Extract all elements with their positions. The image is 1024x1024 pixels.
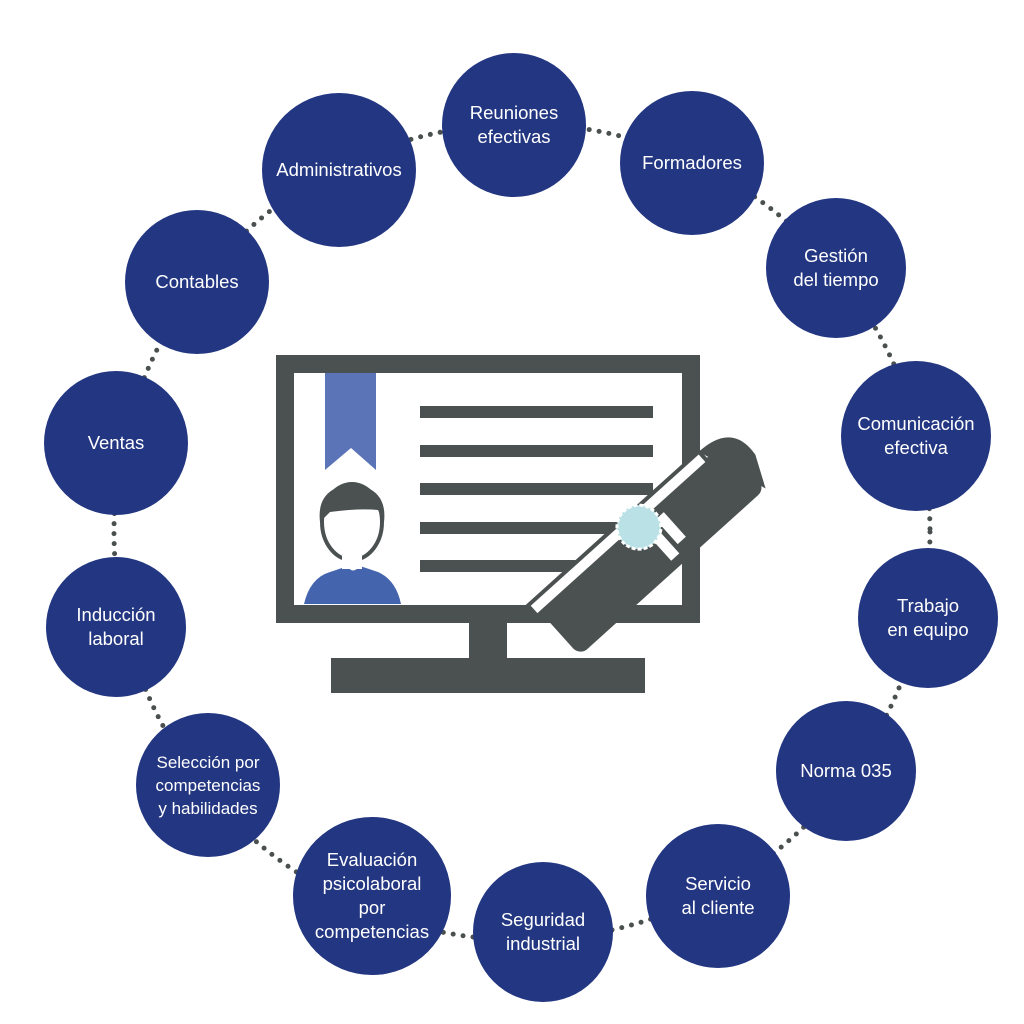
topic-label: Formadores [642,152,742,173]
topic-label: Reuniones efectivas [469,102,559,147]
topic-label: Inducción laboral [76,604,156,649]
topic-administrativos: Administrativos [262,93,416,247]
topic-label: Administrativos [276,159,402,180]
topic-gestion-del-tiempo: Gestión del tiempo [766,198,906,338]
topic-label: Evaluación psicolaboral por competencias [314,849,430,942]
topic-trabajo-en-equipo: Trabajo en equipo [858,548,998,688]
topic-label: Ventas [87,432,145,453]
topic-induccion-laboral: Inducción laboral [46,557,186,697]
topic-label: Trabajo en equipo [887,595,969,640]
topic-servicio-al-cliente: Servicio al cliente [646,824,790,968]
ribbon-icon [325,373,376,470]
topic-label: Norma 035 [800,760,892,781]
topic-formadores: Formadores [620,91,764,235]
topic-ventas: Ventas [44,371,188,515]
topic-norma-035: Norma 035 [776,701,916,841]
monitor-certificate-icon [276,355,766,693]
diploma-scroll-icon [525,437,766,652]
topic-label: Selección por competencias y habilidades [155,752,261,818]
topic-label: Servicio al cliente [681,873,755,918]
topic-evaluacion-psicolaboral: Evaluación psicolaboral por competencias [293,817,451,975]
topic-seleccion-por-competencias: Selección por competencias y habilidades [136,713,280,857]
topic-reuniones-efectivas: Reuniones efectivas [442,53,586,197]
topic-comunicacion-efectiva: Comunicación efectiva [841,361,991,511]
topic-label: Gestión del tiempo [793,245,879,290]
topic-label: Seguridad industrial [500,909,586,954]
topic-contables: Contables [125,210,269,354]
topic-label: Comunicación efectiva [857,413,975,458]
topic-label: Contables [155,271,239,292]
person-avatar-icon [304,482,401,604]
topic-seguridad-industrial: Seguridad industrial [473,862,613,1002]
